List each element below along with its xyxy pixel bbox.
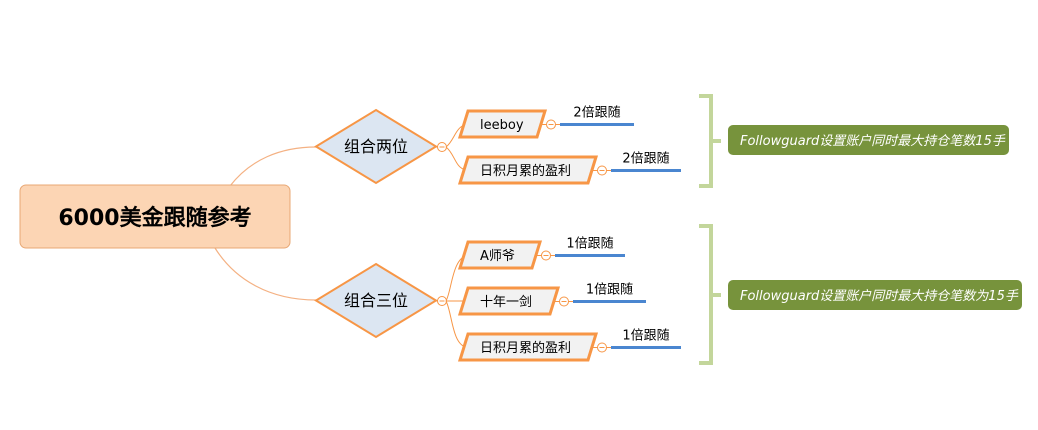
root-topic[interactable]: 6000美金跟随参考: [19, 184, 291, 249]
note-topic[interactable]: 1倍跟随: [573, 283, 646, 303]
connector-root-group1: [229, 146, 317, 187]
group-topic-label: 组合三位: [344, 291, 408, 310]
subtopic-label: 十年一剑: [480, 294, 532, 310]
note-topic[interactable]: 2倍跟随: [611, 152, 681, 172]
subtopic-shape: [457, 332, 599, 362]
note-label: 2倍跟随: [573, 106, 620, 121]
collapse-toggle-icon[interactable]: [436, 296, 447, 306]
note-topic[interactable]: 2倍跟随: [560, 106, 634, 126]
connector-root-group2: [214, 247, 317, 301]
subtopic[interactable]: 日积月累的盈利: [457, 155, 599, 185]
subtopic[interactable]: 十年一剑: [457, 286, 561, 316]
subtopic-label: A师爷: [480, 249, 515, 264]
subtopic-shape: [457, 240, 543, 270]
subtopic[interactable]: leeboy: [457, 109, 548, 139]
collapse-toggle-icon[interactable]: [536, 250, 556, 261]
summary-label: Followguard设置账户同时最大持仓笔数为15手: [740, 289, 1019, 304]
summary-label: Followguard设置账户同时最大持仓笔数15手: [740, 134, 1006, 149]
subtopic[interactable]: A师爷: [457, 240, 543, 270]
summary-bracket: [699, 94, 721, 188]
group-topic-label: 组合两位: [344, 137, 408, 156]
note-label: 1倍跟随: [586, 283, 633, 298]
note-topic[interactable]: 1倍跟随: [555, 237, 625, 257]
collapse-toggle-icon[interactable]: [554, 296, 574, 307]
summary-topic-2[interactable]: Followguard设置账户同时最大持仓笔数为15手: [728, 280, 1022, 310]
subtopic-label: 日积月累的盈利: [480, 163, 571, 179]
collapse-toggle-icon[interactable]: [436, 142, 447, 152]
subtopic-label: 日积月累的盈利: [480, 340, 571, 356]
group-topic-2[interactable]: 组合三位: [314, 262, 438, 339]
summary-bracket: [699, 224, 721, 365]
group-topic-1[interactable]: 组合两位: [314, 108, 438, 185]
subtopic-shape: [457, 109, 548, 139]
subtopic-shape: [457, 155, 599, 185]
subtopic-label: leeboy: [480, 118, 524, 133]
note-label: 1倍跟随: [622, 329, 669, 344]
collapse-toggle-icon[interactable]: [541, 119, 561, 130]
collapse-toggle-icon[interactable]: [592, 342, 612, 353]
summary-topic-1[interactable]: Followguard设置账户同时最大持仓笔数15手: [728, 125, 1009, 155]
note-topic[interactable]: 1倍跟随: [611, 329, 681, 349]
root-topic-label: 6000美金跟随参考: [58, 205, 251, 231]
collapse-toggle-icon[interactable]: [592, 165, 612, 176]
subtopic[interactable]: 日积月累的盈利: [457, 332, 599, 362]
note-label: 2倍跟随: [622, 152, 669, 167]
subtopic-shape: [457, 286, 561, 316]
note-label: 1倍跟随: [566, 237, 613, 252]
